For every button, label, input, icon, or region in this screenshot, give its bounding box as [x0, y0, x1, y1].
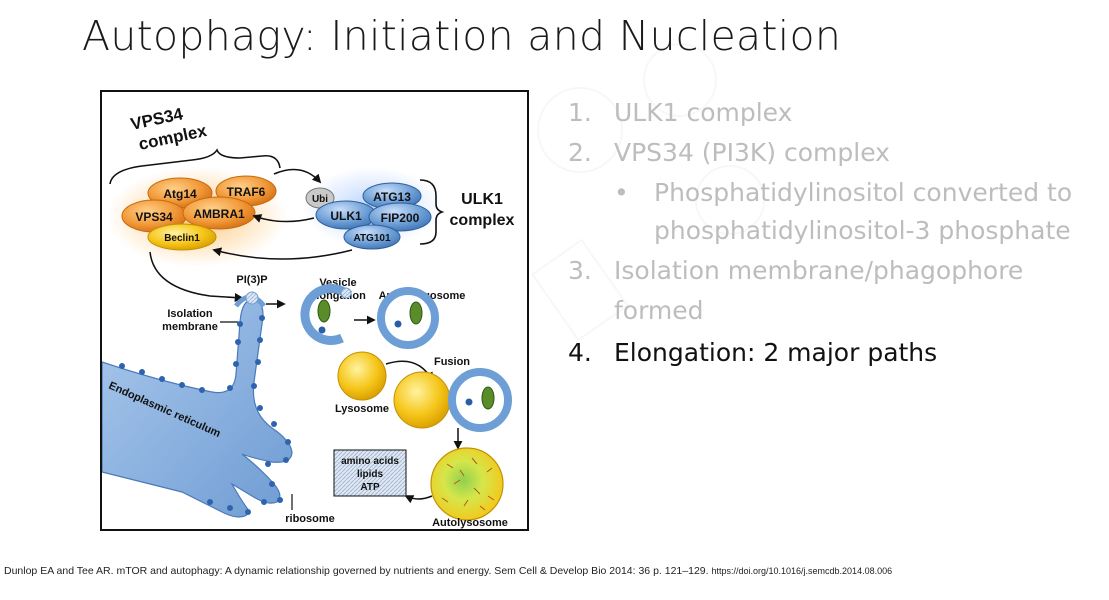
- list-item-active: 4. Elongation: 2 major paths: [568, 338, 937, 369]
- autophagy-figure: VPS34 complex Atg14 TRAF6 VPS34 AMBRA1 B…: [101, 104, 515, 529]
- lysosome-label: Lysosome: [335, 403, 389, 415]
- beclin1-protein: [147, 223, 217, 251]
- vps34-to-pi3p-arrow: [149, 251, 244, 303]
- autophagosome-fusing: [448, 368, 512, 432]
- slide-title: Autophagy: Initiation and Nucleation: [82, 12, 842, 60]
- list-item: 2. VPS34 (PI3K) complex: [568, 138, 890, 169]
- bullet-icon: •: [614, 178, 629, 207]
- list-item-continuation: formed: [568, 296, 704, 327]
- sub-text-line-2: phosphatidylinositol-3 phosphate: [654, 216, 1071, 245]
- list-text: ULK1 complex: [614, 98, 793, 127]
- vesicle-tip-patch: [340, 287, 352, 299]
- vps34-bracket: [109, 148, 281, 185]
- list-text: formed: [614, 296, 704, 325]
- sub-item-continuation: phosphatidylinositol-3 phosphate: [654, 216, 1071, 247]
- pi3p-label: PI(3)P: [236, 274, 267, 286]
- atg101-to-beclin-arrow: [212, 247, 353, 260]
- atg101-label: ATG101: [353, 233, 390, 244]
- sub-item: • Phosphatidylinositol converted to: [614, 178, 1072, 209]
- list-number: 4.: [568, 338, 592, 367]
- pi3p-patch: [245, 291, 259, 305]
- membrane-label: membrane: [162, 321, 218, 333]
- vps34-protein-label: VPS34: [135, 210, 173, 224]
- ulk1-complex-label-2: complex: [450, 212, 515, 229]
- autolysosome-fragments: [441, 457, 495, 511]
- fusing-mito: [481, 386, 495, 410]
- autophagosome: [377, 287, 439, 349]
- traf6-label: TRAF6: [227, 185, 266, 199]
- list-item: 3. Isolation membrane/phagophore: [568, 256, 1023, 287]
- ulk1-complex-label: ULK1: [461, 191, 503, 208]
- ubi-label: Ubi: [312, 194, 328, 205]
- ulk1-bracket: [419, 179, 445, 245]
- atp-label: ATP: [360, 482, 380, 493]
- ribosome-label: ribosome: [285, 513, 335, 525]
- citation-text: Dunlop EA and Tee AR. mTOR and autophagy…: [4, 565, 709, 577]
- elongating-vesicle: [300, 284, 347, 345]
- ambra1-label: AMBRA1: [193, 207, 245, 221]
- list-number: 2.: [568, 138, 592, 167]
- autophagy-diagram: VPS34 complex Atg14 TRAF6 VPS34 AMBRA1 B…: [100, 90, 529, 531]
- isolation-label: Isolation: [167, 308, 213, 320]
- ulk1-to-vps34-arrow: [252, 214, 315, 223]
- lipids-label: lipids: [357, 469, 384, 480]
- list-number: 3.: [568, 256, 592, 285]
- lysosome-fusing: [393, 371, 451, 429]
- atg13-label: ATG13: [373, 190, 411, 204]
- autolysosome: [430, 447, 504, 521]
- atg101-protein: [343, 224, 401, 250]
- citation-doi-link[interactable]: https://doi.org/10.1016/j.semcdb.2014.08…: [711, 566, 893, 576]
- autophagosome-mito: [409, 301, 423, 325]
- fip200-label: FIP200: [381, 211, 420, 225]
- sub-text-line-1: Phosphatidylinositol converted to: [654, 178, 1073, 207]
- autophagosome-dot: [394, 320, 402, 328]
- lysosome-small: [337, 351, 387, 401]
- cargo-mitochondrion: [317, 299, 331, 323]
- list-item: 1. ULK1 complex: [568, 98, 792, 129]
- list-text: Isolation membrane/phagophore: [614, 256, 1024, 285]
- products-box: [333, 449, 407, 497]
- ribosome-dots: [119, 315, 291, 515]
- fusing-dot: [465, 398, 473, 406]
- citation: Dunlop EA and Tee AR. mTOR and autophagy…: [4, 565, 892, 577]
- autolysosome-label: Autolysosome: [432, 517, 508, 529]
- beclin1-label: Beclin1: [164, 233, 200, 244]
- list-text: Elongation: 2 major paths: [614, 338, 938, 367]
- fip200-protein: [368, 202, 432, 232]
- list-text: VPS34 (PI3K) complex: [614, 138, 890, 167]
- cargo-dot: [318, 326, 326, 334]
- fusion-label: Fusion: [434, 356, 470, 368]
- list-number: 1.: [568, 98, 592, 127]
- products-arrow: [404, 495, 433, 504]
- amino-acids-label: amino acids: [341, 456, 399, 467]
- atg14-label: Atg14: [163, 187, 197, 201]
- ulk1-protein-label: ULK1: [330, 209, 362, 223]
- ambra1-protein: [182, 196, 256, 230]
- traf6-ubi-arrow: [273, 168, 322, 184]
